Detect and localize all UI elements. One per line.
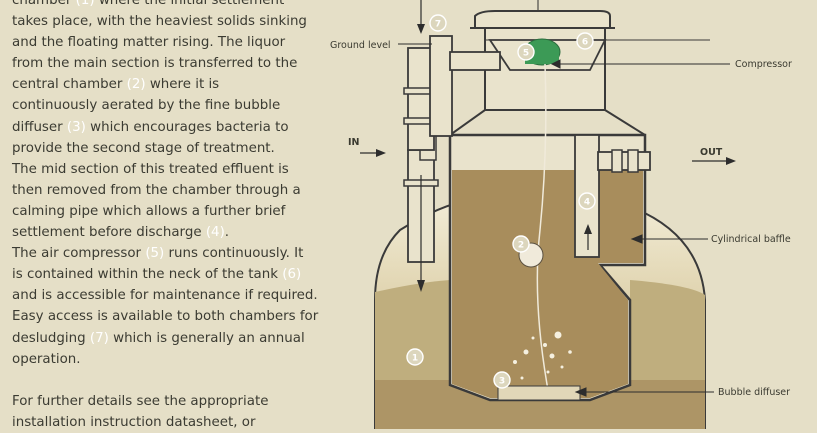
description-line: calming pipe which allows a further brie…: [12, 201, 324, 222]
reference-number: (2): [126, 77, 146, 93]
svg-text:4: 4: [584, 198, 590, 208]
description-line: from the main section is transferred to …: [12, 53, 324, 74]
description-segment: and is accessible for maintenance if req…: [12, 288, 318, 304]
label-bubble-diffuser: Bubble diffuser: [718, 387, 790, 398]
description-segment: and the floating matter rising. The liqu…: [12, 35, 286, 51]
description-line: settlement before discharge (4).: [12, 222, 324, 243]
description-segment: For further details see the appropriate: [12, 393, 269, 409]
tank-lid: [470, 10, 615, 29]
label-cylindrical-baffle: Cylindrical baffle: [711, 234, 791, 245]
svg-text:6: 6: [582, 38, 588, 48]
description-text: chamber (1) where the initial settlement…: [12, 0, 324, 433]
marker-4: 4: [578, 192, 596, 210]
description-line: and is accessible for maintenance if req…: [12, 285, 324, 306]
description-segment: The mid section of this treated effluent…: [12, 161, 289, 177]
svg-text:1: 1: [412, 354, 418, 364]
desludging-pipe: [403, 0, 501, 151]
svg-text:7: 7: [435, 20, 441, 30]
svg-text:5: 5: [523, 49, 529, 59]
description-segment: desludging: [12, 330, 90, 346]
description-line: central chamber (2) where it is: [12, 74, 324, 95]
description-line: takes place, with the heaviest solids si…: [12, 11, 324, 32]
description-segment: runs continuously. It: [164, 246, 304, 262]
label-outlet: OUT: [700, 147, 723, 158]
description-segment: where the initial settlement: [94, 0, 285, 8]
bubble-diffuser: [497, 385, 581, 401]
description-line: installation instruction datasheet, or: [12, 412, 324, 433]
description-segment: which encourages bacteria to: [85, 119, 289, 135]
marker-7: 7: [429, 14, 447, 32]
reference-number: (4): [205, 225, 225, 241]
description-segment: installation instruction datasheet, or: [12, 414, 256, 430]
description-line: continuously aerated by the fine bubble: [12, 95, 324, 116]
description-segment: operation.: [12, 351, 81, 367]
description-line: is contained within the neck of the tank…: [12, 264, 324, 285]
svg-text:3: 3: [499, 377, 505, 387]
description-segment: where it is: [145, 77, 220, 93]
description-segment: from the main section is transferred to …: [12, 56, 298, 72]
reference-number: (5): [145, 246, 165, 262]
inlet-pipe: [360, 134, 439, 292]
description-segment: settlement before discharge: [12, 225, 206, 241]
label-compressor: Compressor: [735, 59, 792, 70]
description-line: and the floating matter rising. The liqu…: [12, 32, 324, 53]
description-line: chamber (1) where the initial settlement: [12, 0, 324, 11]
reference-number: (7): [89, 330, 109, 346]
description-segment: is contained within the neck of the tank: [12, 267, 283, 283]
description-line: operation.: [12, 349, 324, 370]
description-segment: takes place, with the heaviest solids si…: [12, 14, 307, 30]
marker-6: 6: [576, 32, 594, 50]
description-line: diffuser (3) which encourages bacteria t…: [12, 117, 324, 138]
reference-number: (3): [66, 119, 86, 135]
label-inlet: IN: [348, 137, 360, 148]
marker-3: 3: [493, 371, 511, 389]
description-segment: provide the second stage of treatment.: [12, 140, 275, 156]
air-bubbles: [513, 331, 572, 380]
description-segment: continuously aerated by the fine bubble: [12, 98, 281, 114]
description-segment: calming pipe which allows a further brie…: [12, 203, 286, 219]
description-segment: Easy access is available to both chamber…: [12, 309, 319, 325]
leader-lines: [398, 0, 730, 397]
description-segment: central chamber: [12, 77, 127, 93]
description-line: The mid section of this treated effluent…: [12, 159, 324, 180]
description-segment: .: [224, 225, 230, 241]
marker-1: 1: [406, 348, 424, 366]
description-line: desludging (7) which is generally an ann…: [12, 328, 324, 349]
description-line: The air compressor (5) runs continuously…: [12, 243, 324, 264]
description-segment: diffuser: [12, 119, 67, 135]
description-segment: The air compressor: [12, 246, 146, 262]
description-line: For further details see the appropriate: [12, 391, 324, 412]
description-segment: which is generally an annual: [108, 330, 305, 346]
description-segment: then removed from the chamber through a: [12, 182, 301, 198]
svg-text:2: 2: [518, 241, 524, 251]
air-compressor: [523, 38, 561, 391]
description-line: provide the second stage of treatment.: [12, 138, 324, 159]
reference-number: (1): [75, 0, 95, 8]
marker-5: 5: [517, 43, 535, 61]
description-line: then removed from the chamber through a: [12, 180, 324, 201]
label-ground-level: Ground level: [330, 40, 391, 51]
reference-number: (6): [282, 267, 302, 283]
marker-2: 2: [512, 235, 530, 253]
description-line: Easy access is available to both chamber…: [12, 306, 324, 327]
description-segment: chamber: [12, 0, 76, 8]
